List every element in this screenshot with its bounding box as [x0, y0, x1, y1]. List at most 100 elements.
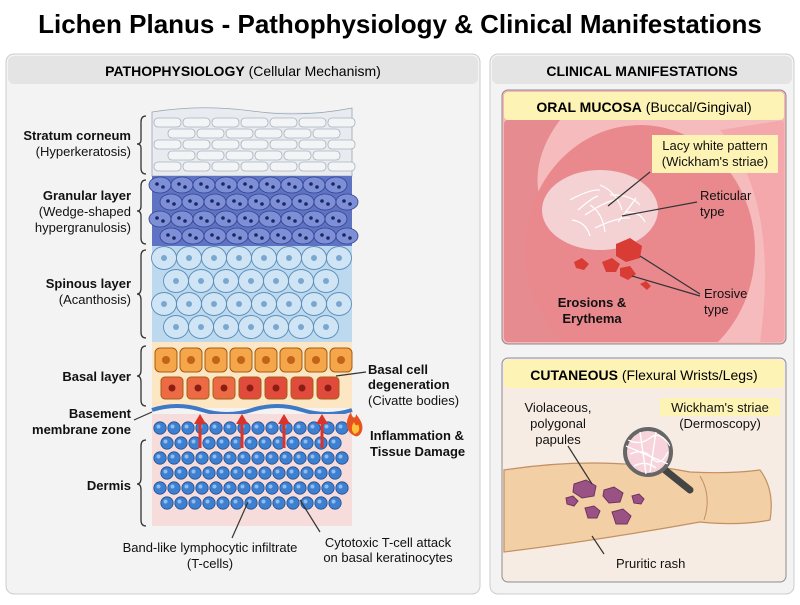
- corneum-cell: [211, 161, 240, 172]
- label-reticular: Reticular: [700, 188, 752, 203]
- lymphocyte: [300, 496, 314, 510]
- label-t-cells: (T-cells): [187, 556, 233, 571]
- lymphocyte: [167, 451, 181, 465]
- granular-cell: [313, 227, 337, 245]
- lymphocyte: [265, 481, 279, 495]
- corneum-cell: [167, 128, 196, 139]
- label-degeneration: degeneration: [368, 377, 450, 392]
- lymphocyte: [174, 436, 188, 450]
- granular-cell: [181, 193, 205, 211]
- label-civatte-bodies: (Civatte bodies): [368, 393, 459, 408]
- t-cell-attack-arrows: [194, 414, 328, 448]
- main-title: Lichen Planus - Pathophysiology & Clinic…: [38, 9, 762, 39]
- corneum-cell: [312, 150, 341, 161]
- lymphocyte: [307, 421, 321, 435]
- lymphocyte: [286, 436, 300, 450]
- lymphocyte: [258, 466, 272, 480]
- label-papules: papules: [535, 432, 581, 447]
- lymphocyte: [230, 466, 244, 480]
- wickham-dermoscopy-highlight: [660, 398, 780, 416]
- lymphocyte: [244, 496, 258, 510]
- lymphocyte: [279, 451, 293, 465]
- lymphocyte: [223, 481, 237, 495]
- lymphocyte: [286, 496, 300, 510]
- lymphocyte: [237, 451, 251, 465]
- lymphocyte: [167, 421, 181, 435]
- lymphocyte: [209, 421, 223, 435]
- pathophysiology-header-bar: [8, 56, 478, 84]
- lymphocyte: [181, 451, 195, 465]
- lymphocyte: [202, 496, 216, 510]
- lymphocyte: [160, 466, 174, 480]
- corneum-cell: [240, 117, 269, 128]
- corneum-cell: [196, 128, 225, 139]
- label-wickhams-striae-oral: (Wickham's striae): [662, 154, 769, 169]
- lymphocyte: [300, 436, 314, 450]
- lymphocyte: [216, 466, 230, 480]
- lymphocyte: [279, 481, 293, 495]
- label-hypergranulosis: hypergranulosis): [35, 220, 131, 235]
- granular-cell: [280, 210, 304, 228]
- lymphocyte: [209, 451, 223, 465]
- lymphocyte: [181, 421, 195, 435]
- corneum-cell: [269, 139, 298, 150]
- granular-cell: [181, 227, 205, 245]
- lymphocyte: [216, 496, 230, 510]
- lymphocyte: [153, 481, 167, 495]
- granular-cell: [247, 193, 271, 211]
- corneum-cell: [327, 117, 356, 128]
- corneum-cell: [182, 139, 211, 150]
- lymphocyte: [335, 451, 349, 465]
- granular-cell: [302, 176, 326, 194]
- violaceous-papules: [565, 479, 645, 525]
- granular-cell: [280, 176, 304, 194]
- label-hyperkeratosis: (Hyperkeratosis): [36, 144, 131, 159]
- granular-cell: [291, 193, 315, 211]
- corneum-cell: [240, 139, 269, 150]
- lymphocyte: [230, 496, 244, 510]
- corneum-cell: [269, 161, 298, 172]
- lymphocyte: [265, 451, 279, 465]
- layer-brackets: [136, 115, 147, 527]
- corneum-cell: [254, 128, 283, 139]
- label-basement: Basement: [69, 406, 132, 421]
- granular-cell: [148, 210, 172, 228]
- granular-cell: [192, 210, 216, 228]
- oral-mucosa-header: ORAL MUCOSA (Buccal/Gingival): [536, 99, 751, 115]
- granular-cell: [236, 176, 260, 194]
- granular-cell: [170, 210, 194, 228]
- label-wickhams-striae-skin: Wickham's striae: [671, 400, 769, 415]
- granular-cell: [269, 227, 293, 245]
- label-erythema: Erythema: [562, 311, 622, 326]
- label-wedge-shaped: (Wedge-shaped: [39, 204, 131, 219]
- label-pruritic-rash: Pruritic rash: [616, 556, 685, 571]
- lymphocyte: [237, 481, 251, 495]
- granular-cell: [225, 193, 249, 211]
- label-basal-layer: Basal layer: [62, 369, 131, 384]
- lymphocyte: [286, 466, 300, 480]
- label-cytotoxic-attack: Cytotoxic T-cell attack: [325, 535, 452, 550]
- granular-cell: [192, 176, 216, 194]
- granular-cell: [335, 193, 359, 211]
- lymphocyte: [293, 421, 307, 435]
- lymphocyte: [251, 481, 265, 495]
- granular-cell: [203, 227, 227, 245]
- corneum-cell: [153, 117, 182, 128]
- label-stratum-corneum: Stratum corneum: [23, 128, 131, 143]
- label-tissue-damage: Tissue Damage: [370, 444, 465, 459]
- granular-cell: [324, 176, 348, 194]
- lymphocyte: [328, 496, 342, 510]
- basement-membrane: [151, 404, 353, 416]
- lymphocyte: [328, 466, 342, 480]
- corneum-cell: [211, 117, 240, 128]
- lymphocyte: [293, 481, 307, 495]
- granular-cell: [313, 193, 337, 211]
- lymphocyte: [223, 421, 237, 435]
- cutaneous-header: CUTANEOUS (Flexural Wrists/Legs): [530, 367, 757, 383]
- corneum-cell: [225, 150, 254, 161]
- lymphocyte: [153, 421, 167, 435]
- lymphocyte: [160, 436, 174, 450]
- oral-mucosa-header-bar: [504, 92, 784, 120]
- lymphocyte: [202, 466, 216, 480]
